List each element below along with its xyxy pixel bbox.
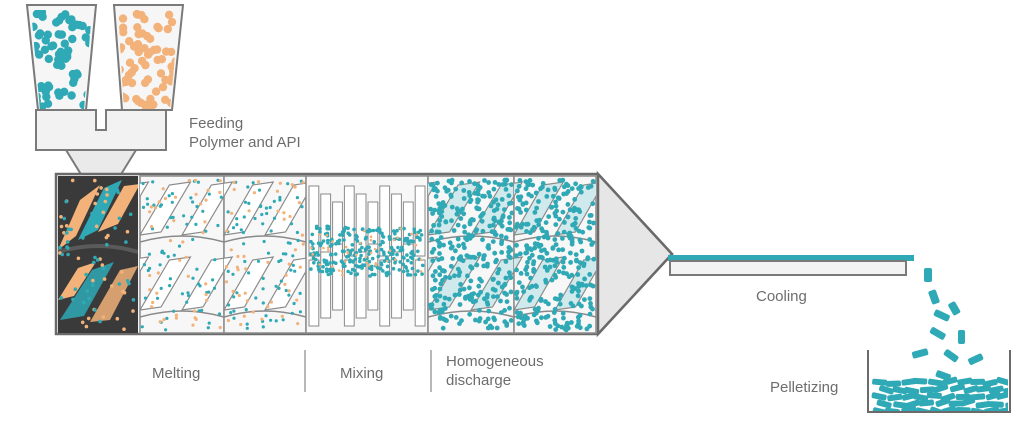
discharge-zone-1 xyxy=(427,175,515,334)
melting-zone-1 xyxy=(139,175,225,334)
label-homogeneous-line1: Homogeneous xyxy=(446,353,544,370)
label-feeding-line2: Polymer and API xyxy=(189,134,301,151)
label-homogeneous-discharge: Homogeneous discharge xyxy=(446,352,544,390)
discharge-zone-2 xyxy=(513,175,597,334)
cooling-belt xyxy=(668,255,914,276)
label-mixing: Mixing xyxy=(340,365,384,382)
hopper-api xyxy=(112,4,185,111)
die-cone xyxy=(596,170,674,338)
mixing-zone xyxy=(305,175,429,334)
divider-melting-mixing xyxy=(304,350,306,392)
label-cooling: Cooling xyxy=(756,288,807,305)
label-homogeneous-line2: discharge xyxy=(446,372,512,389)
label-pelletizing: Pelletizing xyxy=(770,379,839,396)
falling-pellets xyxy=(911,268,984,381)
hopper-polymer xyxy=(25,4,98,111)
label-melting: Melting xyxy=(152,365,201,382)
melting-zone-2 xyxy=(223,175,307,334)
feed-block xyxy=(35,109,167,177)
feed-zone xyxy=(58,176,138,333)
divider-mixing-discharge xyxy=(430,350,432,392)
label-feeding-line1: Feeding xyxy=(189,115,244,132)
label-feeding: Feeding Polymer and API xyxy=(189,114,301,152)
pellet-tray xyxy=(867,350,1011,413)
extrudate-strand xyxy=(668,255,914,261)
